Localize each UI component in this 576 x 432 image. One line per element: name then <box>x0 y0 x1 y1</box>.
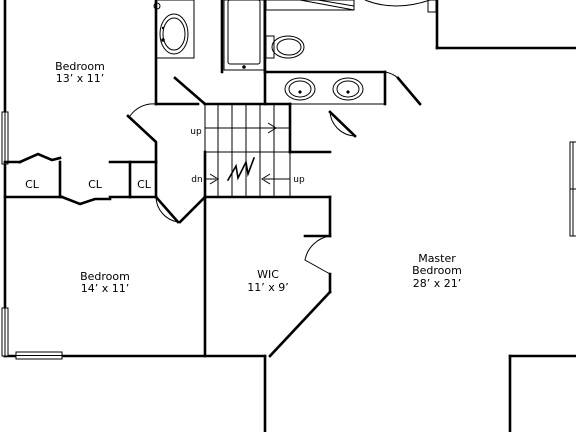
bedroom-top-name: Bedroom <box>55 60 105 73</box>
closet-bifold-doors <box>18 152 112 206</box>
stairs-up-label: up <box>190 127 202 137</box>
wic-name: WIC <box>257 268 279 281</box>
window-left-bottom <box>1 307 9 357</box>
window-bottom <box>15 351 63 360</box>
stairs-up-right-label: up <box>293 175 305 185</box>
master-name-line1: Master <box>418 252 456 265</box>
bedroom-bottom-dims: 14’ x 11’ <box>81 282 130 295</box>
bathroom-fixtures <box>153 0 437 105</box>
stairs-down-label: dn <box>191 175 202 185</box>
room-labels: Bedroom 13’ x 11’ Bedroom 14’ x 11’ WIC … <box>25 60 462 295</box>
bedroom-bottom-name: Bedroom <box>80 270 130 283</box>
door-swings <box>129 71 399 275</box>
master-dims: 28’ x 21’ <box>413 277 462 290</box>
window-left-top <box>1 111 9 165</box>
closet-label-3: CL <box>137 178 152 191</box>
master-name-line2: Bedroom <box>412 264 462 277</box>
wic-dims: 11’ x 9’ <box>247 281 289 294</box>
window-right <box>569 141 576 237</box>
closet-label-1: CL <box>25 178 40 191</box>
interior-walls <box>3 0 422 358</box>
bedroom-top-dims: 13’ x 11’ <box>56 72 105 85</box>
closet-label-2: CL <box>88 178 103 191</box>
stairs <box>204 103 291 198</box>
